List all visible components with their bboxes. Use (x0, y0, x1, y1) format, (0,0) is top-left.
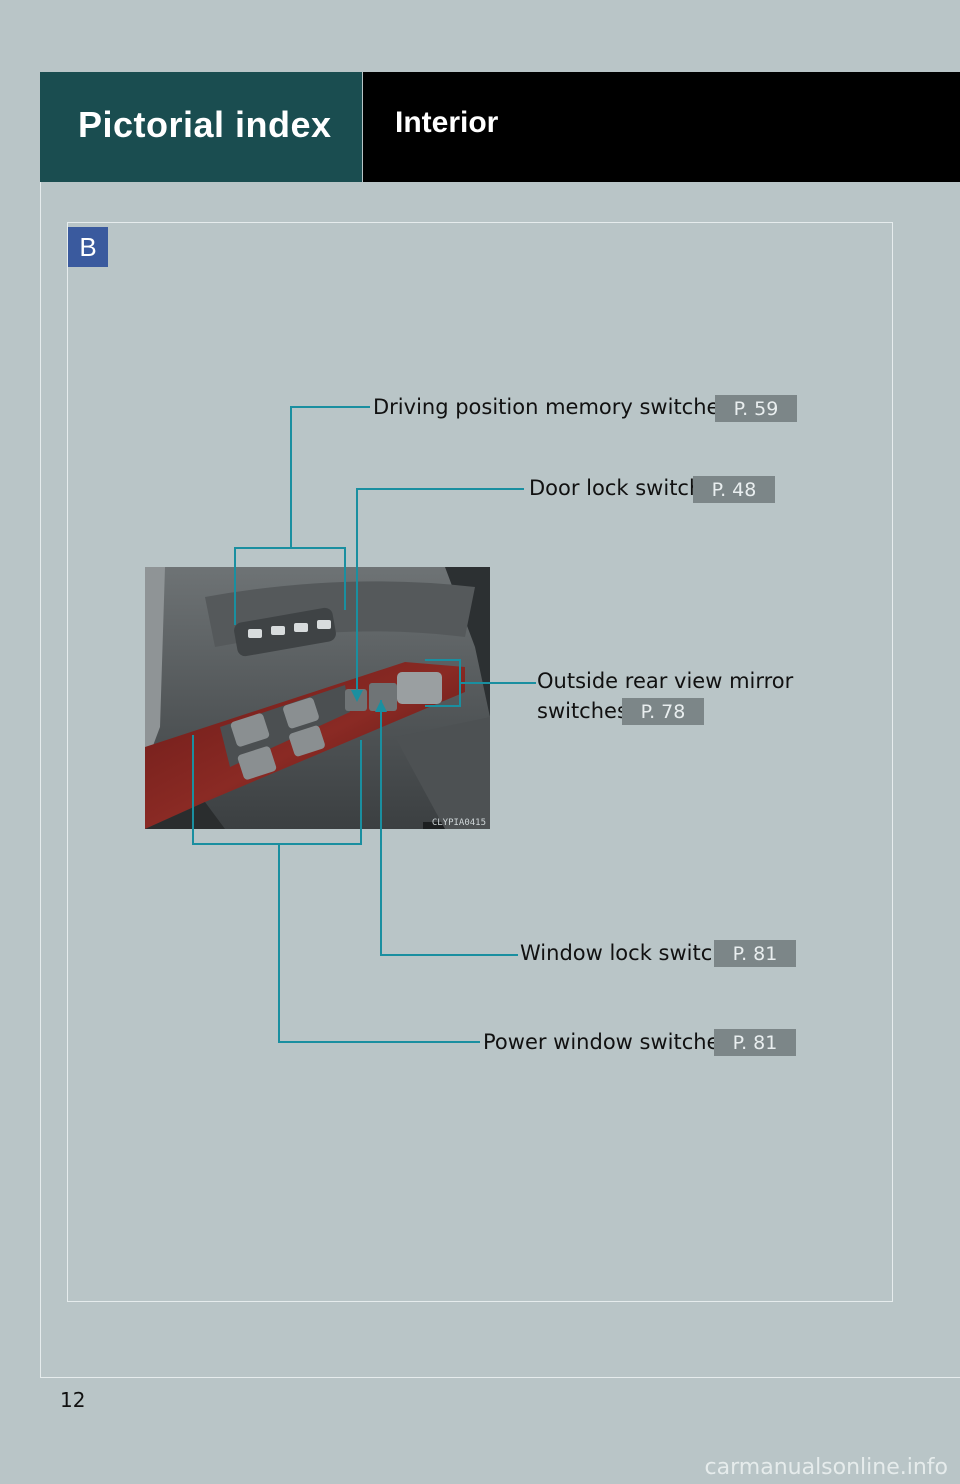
door-switch-photo: CLYPIA0415 (145, 567, 490, 829)
section-title: Pictorial index (40, 72, 362, 182)
page-ref-mirror-switches[interactable]: P. 78 (622, 698, 704, 725)
window-lock-switch-shape (369, 683, 397, 711)
section-badge: B (68, 227, 108, 267)
callout-power-window-switches: Power window switches (483, 1030, 731, 1054)
callout-memory-switches-label: Driving position memory switches (373, 395, 731, 419)
door-panel-illustration (145, 567, 490, 829)
mirror-switch-shape (397, 672, 442, 704)
memory-switch-1 (248, 629, 262, 638)
image-code: CLYPIA0415 (431, 818, 486, 828)
memory-switch-2 (271, 626, 285, 635)
callout-mirror-switches-line1: Outside rear view mirror (537, 669, 794, 693)
callout-mirror-switches-line2: switches (537, 699, 628, 723)
page-ref-door-lock-switch[interactable]: P. 48 (693, 476, 775, 503)
callout-memory-switches: Driving position memory switches ∗ (373, 395, 756, 420)
illustration-panel (67, 222, 893, 1302)
page-ref-window-lock-switch[interactable]: P. 81 (714, 940, 796, 967)
page-ref-memory-switches[interactable]: P. 59 (715, 395, 797, 422)
window-switch-front-right (283, 697, 319, 729)
page-frame (40, 72, 960, 1378)
door-lock-switch-shape (345, 689, 367, 711)
watermark: carmanualsonline.info (704, 1455, 948, 1480)
page-ref-power-window-switches[interactable]: P. 81 (714, 1029, 796, 1056)
memory-switch-3 (317, 620, 331, 629)
chapter-title: Interior (363, 72, 960, 182)
memory-switch-set (294, 623, 308, 632)
door-edge-trim (145, 567, 165, 767)
callout-door-lock-switch: Door lock switch (529, 476, 703, 500)
callout-window-lock-switch: Window lock switch (520, 941, 726, 965)
page-number: 12 (60, 1388, 86, 1412)
